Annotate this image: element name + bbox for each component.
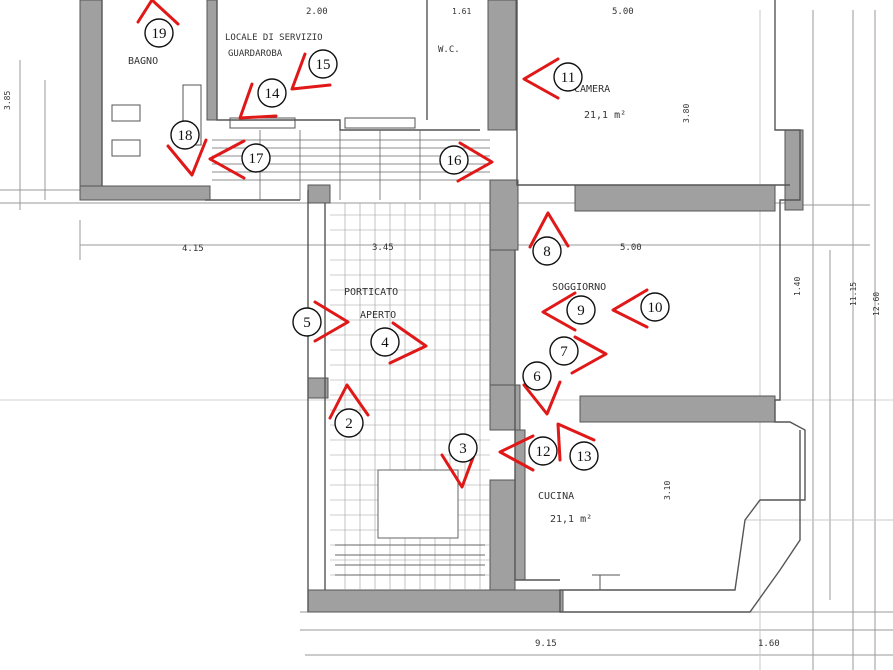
- dimension-labels: 2.00 5.00 1.61 4.15 3.85 3.45 5.00 3.80 …: [3, 7, 881, 649]
- dimension-lines: [0, 10, 893, 670]
- svg-text:10: 10: [648, 300, 663, 316]
- marker-10-arrow: [611, 288, 649, 329]
- dim-left-2: 3.85: [3, 91, 12, 110]
- dim-right-1: 1.40: [793, 277, 802, 296]
- svg-text:13: 13: [577, 449, 592, 465]
- dim-mid-2: 3.80: [682, 104, 691, 123]
- svg-text:14: 14: [265, 86, 281, 102]
- dim-right-3: 12.60: [872, 292, 881, 316]
- room-labels: BAGNO LOCALE DI SERVIZIO GUARDAROBA W.C.…: [128, 33, 626, 525]
- dim-top-3: 1.61: [452, 7, 471, 16]
- marker-13-arrow: [556, 422, 596, 462]
- marker-16: 16: [439, 145, 469, 175]
- dim-bottom-2: 1.60: [758, 639, 780, 649]
- marker-8: 8: [532, 236, 562, 266]
- room-label-guardaroba: GUARDAROBA: [228, 49, 283, 59]
- marker-12: 12: [528, 436, 558, 466]
- dim-bottom-1: 9.15: [535, 639, 557, 649]
- svg-text:12: 12: [536, 444, 551, 460]
- marker-15-arrow: [290, 52, 332, 91]
- svg-text:16: 16: [447, 153, 463, 169]
- svg-text:9: 9: [577, 303, 585, 319]
- marker-6: 6: [522, 361, 552, 391]
- viewpoint-markers: [136, 0, 649, 489]
- marker-9-arrow: [541, 291, 577, 332]
- svg-text:15: 15: [316, 57, 331, 73]
- svg-text:6: 6: [533, 369, 541, 385]
- room-label-cucina: CUCINA: [538, 491, 574, 502]
- room-label-porticato: PORTICATO: [344, 287, 398, 298]
- marker-15: 15: [308, 49, 338, 79]
- marker-3: 3: [448, 433, 478, 463]
- room-label-soggiorno: SOGGIORNO: [552, 282, 606, 293]
- marker-2-arrow: [328, 383, 370, 420]
- room-area-cucina: 21,1 m²: [550, 514, 592, 525]
- marker-4: 4: [370, 327, 400, 357]
- marker-8-arrow: [528, 211, 570, 249]
- marker-5: 5: [292, 307, 322, 337]
- marker-9: 9: [566, 295, 596, 325]
- room-label-bagno: BAGNO: [128, 56, 158, 67]
- dim-top-1: 2.00: [306, 7, 328, 17]
- marker-3-arrow: [440, 453, 476, 489]
- marker-4-arrow: [388, 321, 428, 365]
- marker-6-arrow: [522, 380, 562, 416]
- marker-18-arrow: [166, 138, 208, 177]
- svg-text:4: 4: [381, 335, 389, 351]
- room-label-aperto: APERTO: [360, 310, 396, 321]
- dim-mid-1: 5.00: [620, 243, 642, 253]
- marker-7: 7: [549, 336, 579, 366]
- marker-5-arrow: [313, 300, 350, 343]
- dim-right-2: 11.15: [849, 282, 858, 306]
- dim-left-3: 3.45: [372, 243, 394, 253]
- marker-17-arrow: [208, 139, 246, 180]
- svg-text:18: 18: [178, 128, 193, 144]
- marker-14-arrow: [238, 82, 278, 120]
- svg-text:19: 19: [152, 26, 167, 42]
- marker-17: 17: [241, 143, 271, 173]
- room-label-camera: CAMERA: [574, 84, 610, 95]
- marker-7-arrow: [570, 335, 608, 375]
- marker-19-arrow: [136, 0, 180, 26]
- marker-11-arrow: [522, 57, 560, 100]
- svg-text:3: 3: [459, 441, 467, 457]
- marker-18: 18: [170, 120, 200, 150]
- room-area-camera: 21,1 m²: [584, 110, 626, 121]
- viewpoint-numbers: 2 3 4 5 6 7 8 9 10 11 12 13 14 15 16 17 …: [144, 18, 670, 471]
- outer-walls: [101, 0, 806, 613]
- marker-2: 2: [334, 408, 364, 438]
- svg-text:5: 5: [303, 315, 311, 331]
- marker-10: 10: [640, 292, 670, 322]
- marker-14: 14: [257, 78, 287, 108]
- marker-19: 19: [144, 18, 174, 48]
- marker-12-arrow: [498, 434, 535, 472]
- svg-text:11: 11: [561, 70, 575, 86]
- svg-text:17: 17: [249, 151, 265, 167]
- marker-16-arrow: [456, 141, 494, 183]
- porch-steps: [335, 469, 485, 576]
- bath-fixtures: [111, 84, 620, 590]
- room-label-wc: W.C.: [438, 45, 460, 55]
- dim-top-2: 5.00: [612, 7, 634, 17]
- dim-left-1: 4.15: [182, 244, 204, 254]
- svg-text:8: 8: [543, 244, 551, 260]
- dim-bottom-3: 3.10: [663, 481, 672, 500]
- svg-text:2: 2: [345, 416, 353, 432]
- svg-text:7: 7: [560, 344, 568, 360]
- marker-13: 13: [569, 441, 599, 471]
- room-label-lavanderia: LOCALE DI SERVIZIO: [225, 33, 323, 43]
- marker-11: 11: [553, 62, 583, 92]
